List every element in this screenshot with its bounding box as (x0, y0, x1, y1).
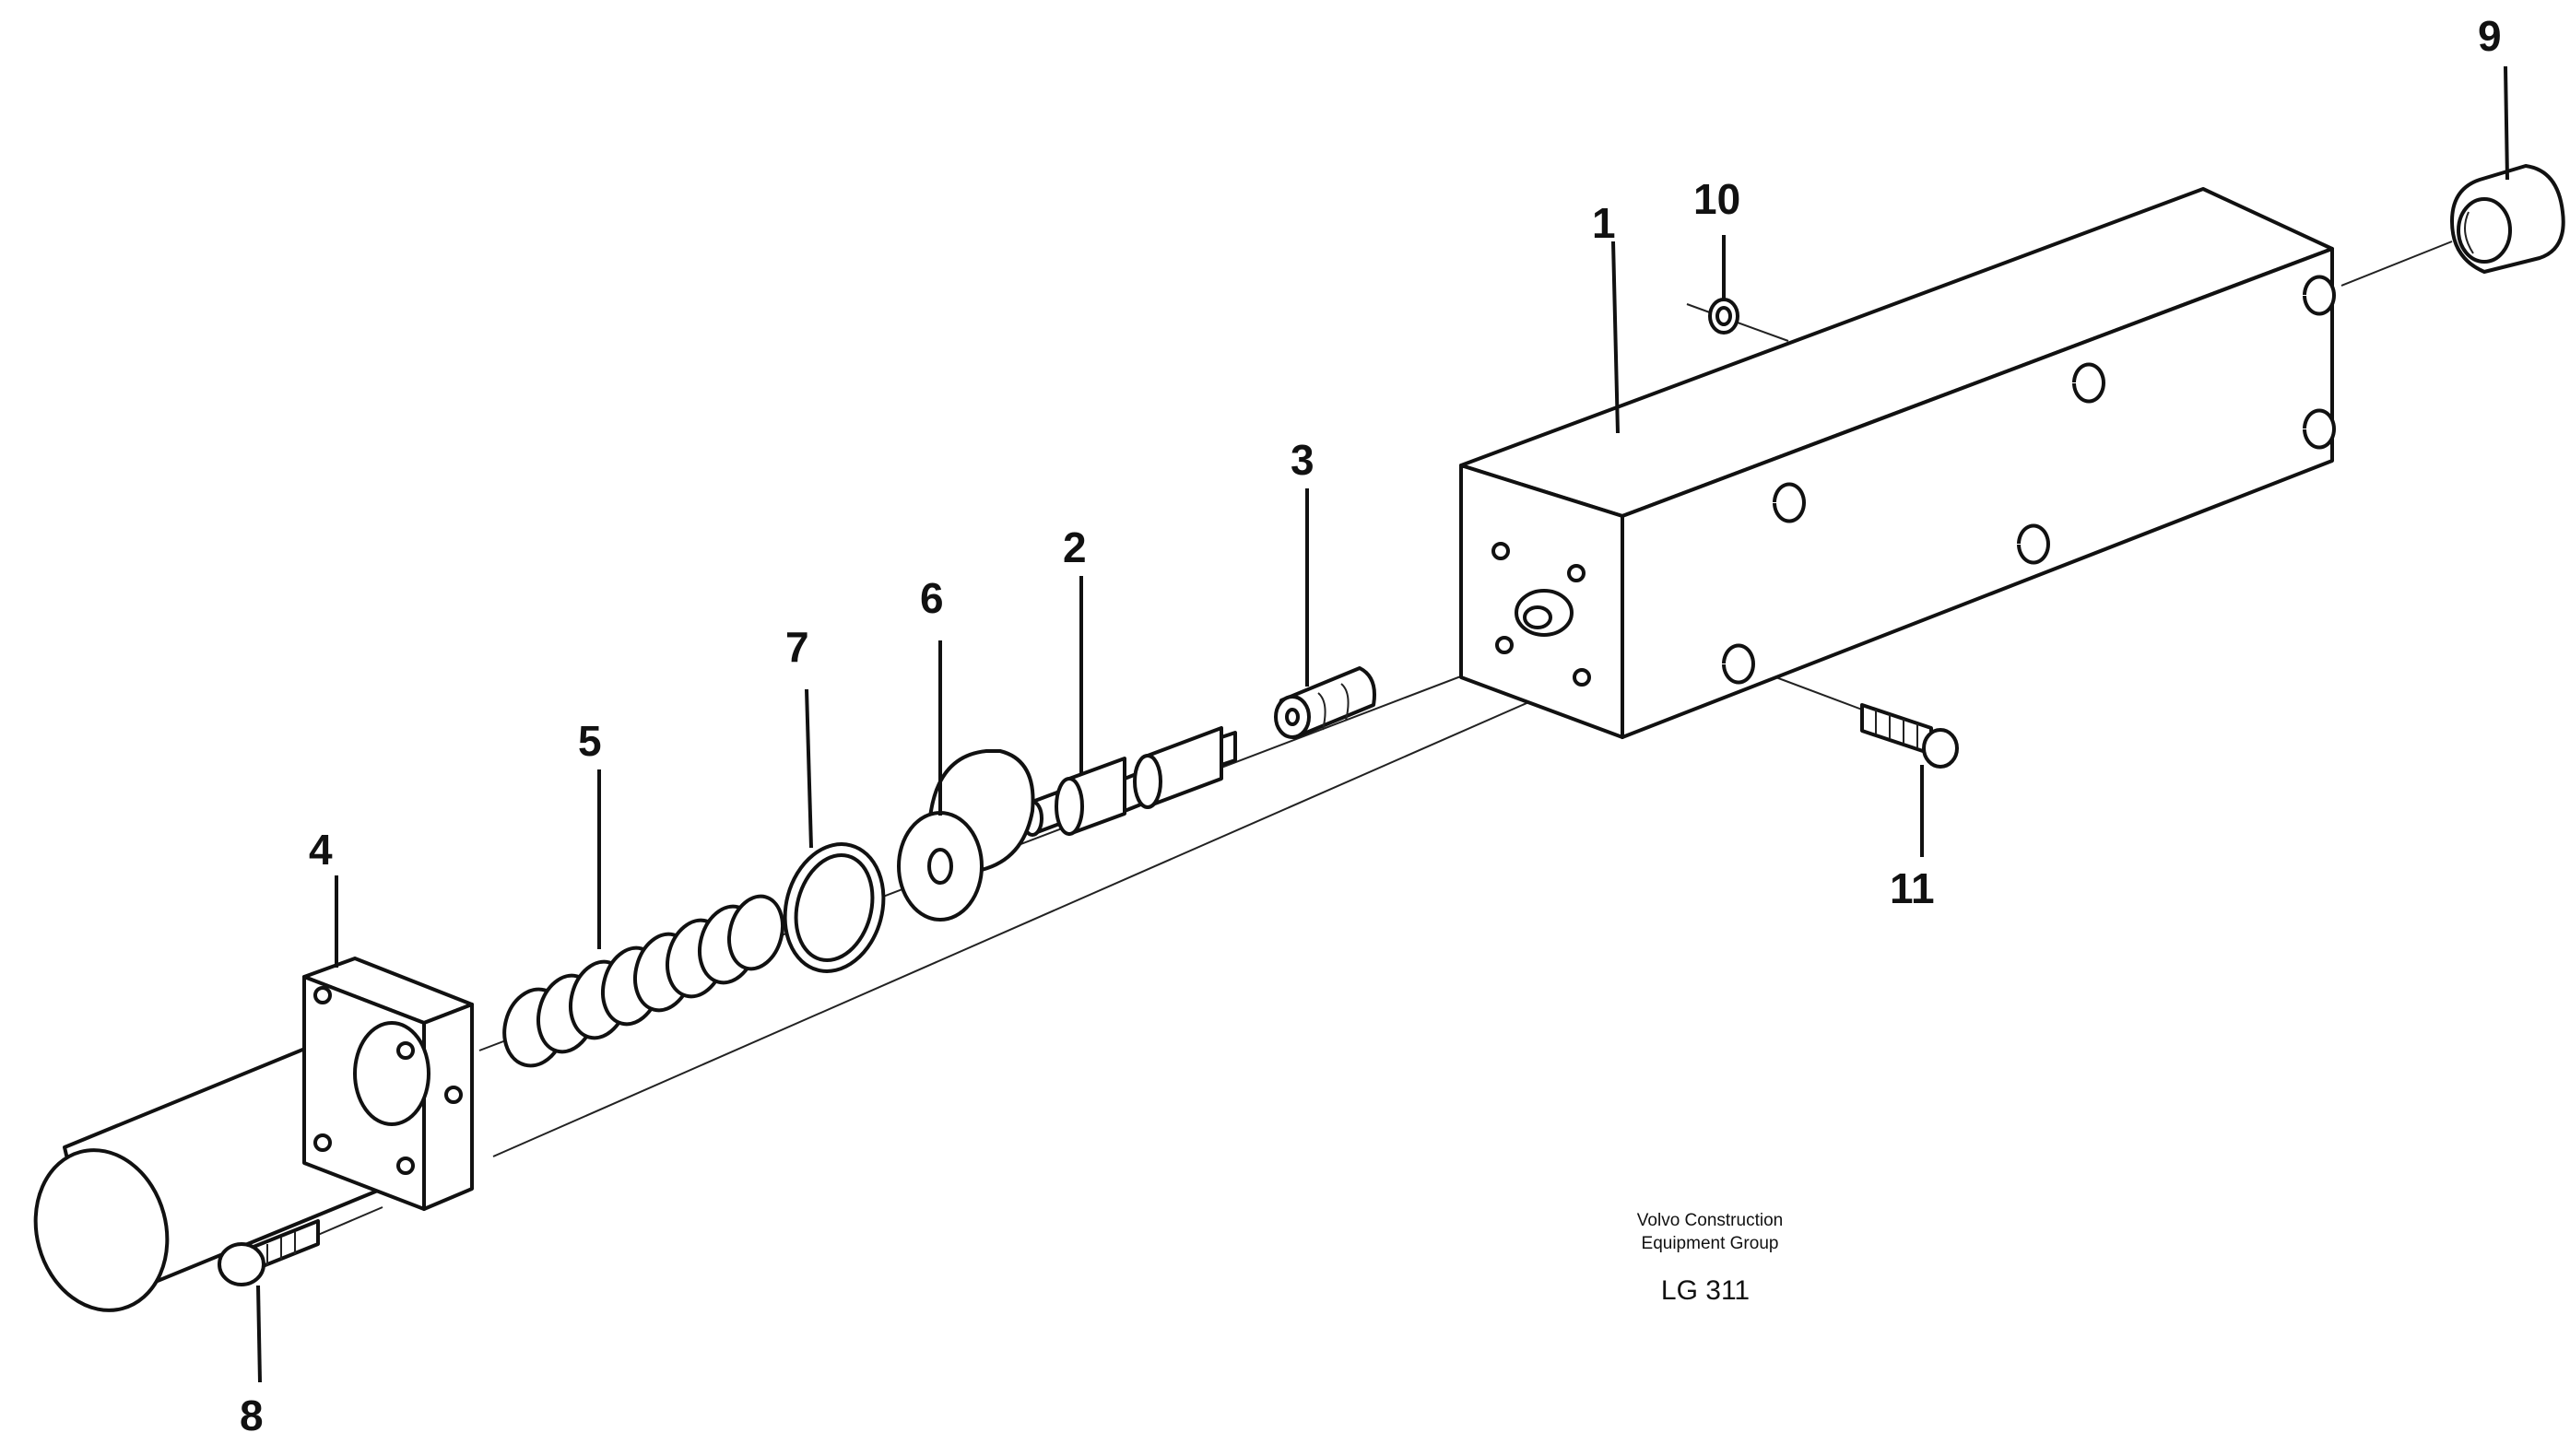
drawing-code: LG 311 (1661, 1275, 1750, 1306)
callout-3: 3 (1291, 436, 1314, 484)
company-name-line1: Volvo Construction (1637, 1211, 1783, 1230)
leader-lines (256, 65, 2509, 1383)
part-9-plug (2450, 164, 2565, 274)
callout-7: 7 (785, 623, 809, 671)
part-6-washer (897, 749, 1035, 922)
company-name-line2: Equipment Group (1642, 1234, 1779, 1253)
part-11-screw (1860, 703, 1959, 769)
callout-8: 8 (240, 1391, 264, 1439)
part-3-valve-insert (1274, 666, 1376, 739)
callout-10: 10 (1693, 175, 1740, 223)
part-4-cover (33, 957, 474, 1312)
part-1-valve-housing (1459, 187, 2336, 739)
callout-6: 6 (920, 574, 944, 622)
callout-4: 4 (309, 826, 333, 874)
part-10-small-o-ring (1708, 298, 1739, 335)
part-8-screw (218, 1219, 320, 1286)
part-5-spring (502, 894, 784, 1068)
drawing-footer: Volvo Construction Equipment Group LG 31… (1637, 1211, 1783, 1306)
callout-1: 1 (1592, 199, 1616, 247)
callout-11: 11 (1890, 864, 1935, 912)
callout-5: 5 (578, 717, 602, 765)
callout-2: 2 (1063, 523, 1087, 571)
callout-9: 9 (2478, 12, 2502, 60)
part-7-large-o-ring (783, 842, 886, 973)
callout-labels: 1 2 3 4 5 6 7 8 9 10 11 (240, 12, 2502, 1439)
part-2-spool (1021, 726, 1237, 837)
